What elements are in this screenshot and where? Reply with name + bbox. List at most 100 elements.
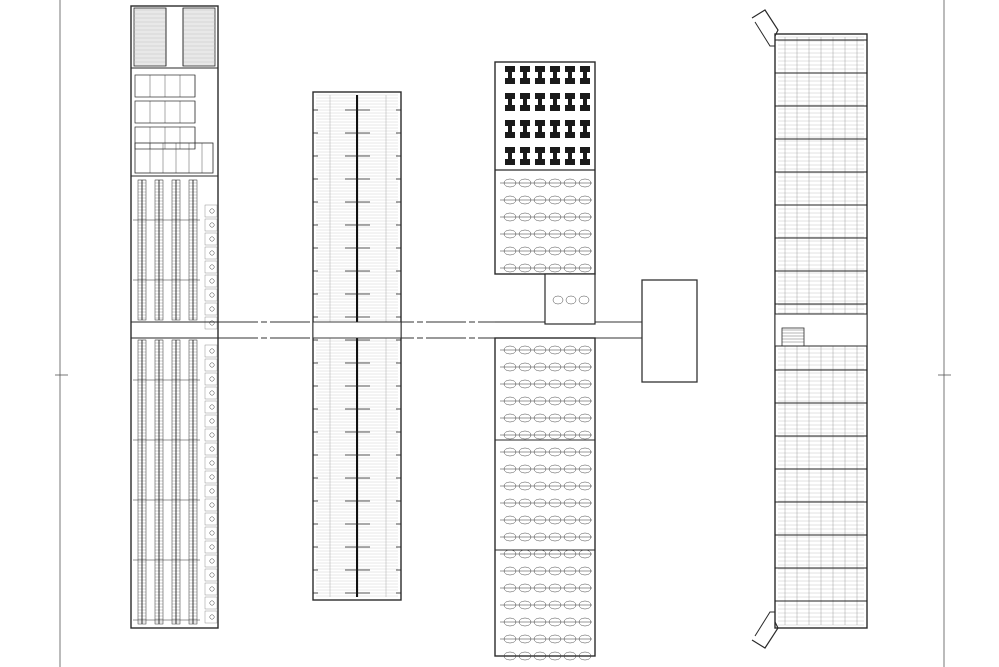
fixture-circle [209, 432, 215, 438]
equipment-unit [565, 66, 575, 84]
corridor-crossing [312, 321, 402, 339]
fixture-circle [209, 474, 215, 480]
equipment-unit [580, 66, 590, 84]
unit-cell [204, 316, 218, 330]
unit-cell [204, 288, 218, 302]
fixture-circle [209, 348, 215, 354]
room [134, 142, 214, 174]
equipment-unit [550, 66, 560, 84]
equipment-unit [520, 120, 530, 138]
fixture-circle [209, 558, 215, 564]
unit-cell [204, 428, 218, 442]
fixture-circle [209, 320, 215, 326]
entry-wing-top [751, 9, 779, 37]
unit-cell [204, 442, 218, 456]
fixture-circle [209, 250, 215, 256]
entry-wing-top-inner [754, 21, 775, 47]
unit-cell [204, 260, 218, 274]
unit-cell [204, 526, 218, 540]
equipment-unit [535, 93, 545, 111]
equipment-unit [565, 120, 575, 138]
unit-cell [204, 302, 218, 316]
fixture-circle [209, 292, 215, 298]
equipment-unit [550, 147, 560, 165]
seat-unit [565, 295, 577, 305]
equipment-unit [580, 147, 590, 165]
unit-cell [204, 568, 218, 582]
annex-block [641, 279, 698, 383]
fixture-circle [209, 390, 215, 396]
fixture-circle [209, 362, 215, 368]
building-block-c [494, 61, 596, 661]
unit-cell [204, 232, 218, 246]
notch-room [544, 273, 596, 325]
equipment-unit [505, 147, 515, 165]
block-c-lower-outline [494, 337, 596, 657]
unit-cell [204, 372, 218, 386]
fixture-circle [209, 544, 215, 550]
equipment-unit [580, 93, 590, 111]
unit-cell [204, 582, 218, 596]
equipment-unit [565, 147, 575, 165]
equipment-unit [505, 120, 515, 138]
fixture-circle [209, 278, 215, 284]
unit-cell [204, 204, 218, 218]
block-a-outline [130, 5, 219, 629]
unit-cell [204, 274, 218, 288]
fixture-circle [209, 208, 215, 214]
seat-unit [578, 295, 590, 305]
fixture-circle [209, 264, 215, 270]
seat-unit [552, 295, 564, 305]
equipment-unit [550, 120, 560, 138]
equipment-unit [550, 93, 560, 111]
equipment-unit [535, 120, 545, 138]
fixture-circle [209, 222, 215, 228]
unit-cell [204, 414, 218, 428]
fixture-circle [209, 614, 215, 620]
fixture-circle [209, 572, 215, 578]
equipment-unit [505, 66, 515, 84]
unit-cell [204, 456, 218, 470]
equipment-unit [535, 66, 545, 84]
fixture-circle [209, 376, 215, 382]
fixture-circle [209, 446, 215, 452]
fixture-circle [209, 306, 215, 312]
entry-wing-bottom [751, 621, 779, 649]
fixture-circle [209, 600, 215, 606]
unit-cell [204, 400, 218, 414]
unit-cell [204, 470, 218, 484]
fixture-circle [209, 236, 215, 242]
unit-cell [204, 498, 218, 512]
equipment-unit [520, 66, 530, 84]
unit-cell [204, 358, 218, 372]
unit-cell [204, 344, 218, 358]
sheet-frame [55, 0, 951, 667]
unit-cell [204, 554, 218, 568]
room [182, 7, 216, 67]
unit-cell [204, 610, 218, 624]
building-block-b [312, 91, 402, 601]
unit-cell [204, 218, 218, 232]
unit-cell [204, 246, 218, 260]
unit-cell [204, 386, 218, 400]
building-block-d [751, 9, 868, 649]
room-grid [183, 9, 215, 63]
equipment-unit [580, 120, 590, 138]
room-grid [134, 9, 166, 63]
room [133, 7, 167, 67]
unit-cell [204, 512, 218, 526]
fixture-circle [209, 418, 215, 424]
equipment-unit [520, 147, 530, 165]
equipment-unit [535, 147, 545, 165]
fixture-circle [209, 530, 215, 536]
entry-wing-bottom-inner [754, 611, 775, 637]
fixture-circle [209, 516, 215, 522]
fixture-circle [209, 488, 215, 494]
fixture-circle [209, 586, 215, 592]
equipment-unit [520, 93, 530, 111]
stair [781, 327, 805, 347]
building-block-a [130, 5, 219, 629]
unit-cell [204, 596, 218, 610]
